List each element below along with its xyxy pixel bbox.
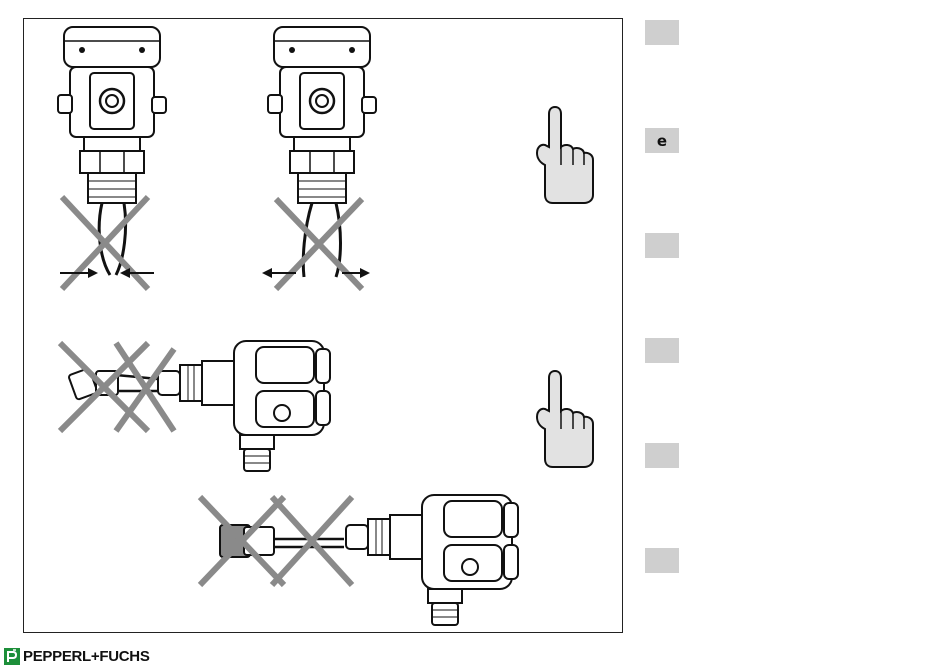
horizontal-switch-bent (60, 341, 330, 471)
side-tab[interactable] (645, 443, 679, 468)
brand-mark-icon (4, 648, 20, 665)
forbidden-cross-icon (276, 199, 362, 289)
brand-logo: PEPPERL+FUCHS (4, 646, 150, 666)
side-tab[interactable] (645, 20, 679, 45)
illustration-frame (23, 18, 623, 633)
pointing-hand-icon (537, 107, 593, 203)
side-tab[interactable] (645, 338, 679, 363)
brand-name: PEPPERL+FUCHS (23, 648, 150, 665)
side-tab-strip: e (645, 0, 685, 667)
side-tab[interactable] (645, 233, 679, 258)
vertical-switch-squeezed (58, 27, 166, 289)
forbidden-cross-icon (272, 497, 352, 585)
vertical-switch-spread (262, 27, 376, 289)
side-tab[interactable]: e (645, 128, 679, 153)
forbidden-cross-icon (62, 197, 148, 289)
installation-warning-figure (24, 19, 622, 632)
side-tab[interactable] (645, 548, 679, 573)
horizontal-switch-loaded (200, 495, 518, 625)
pointing-hand-icon (537, 371, 593, 467)
